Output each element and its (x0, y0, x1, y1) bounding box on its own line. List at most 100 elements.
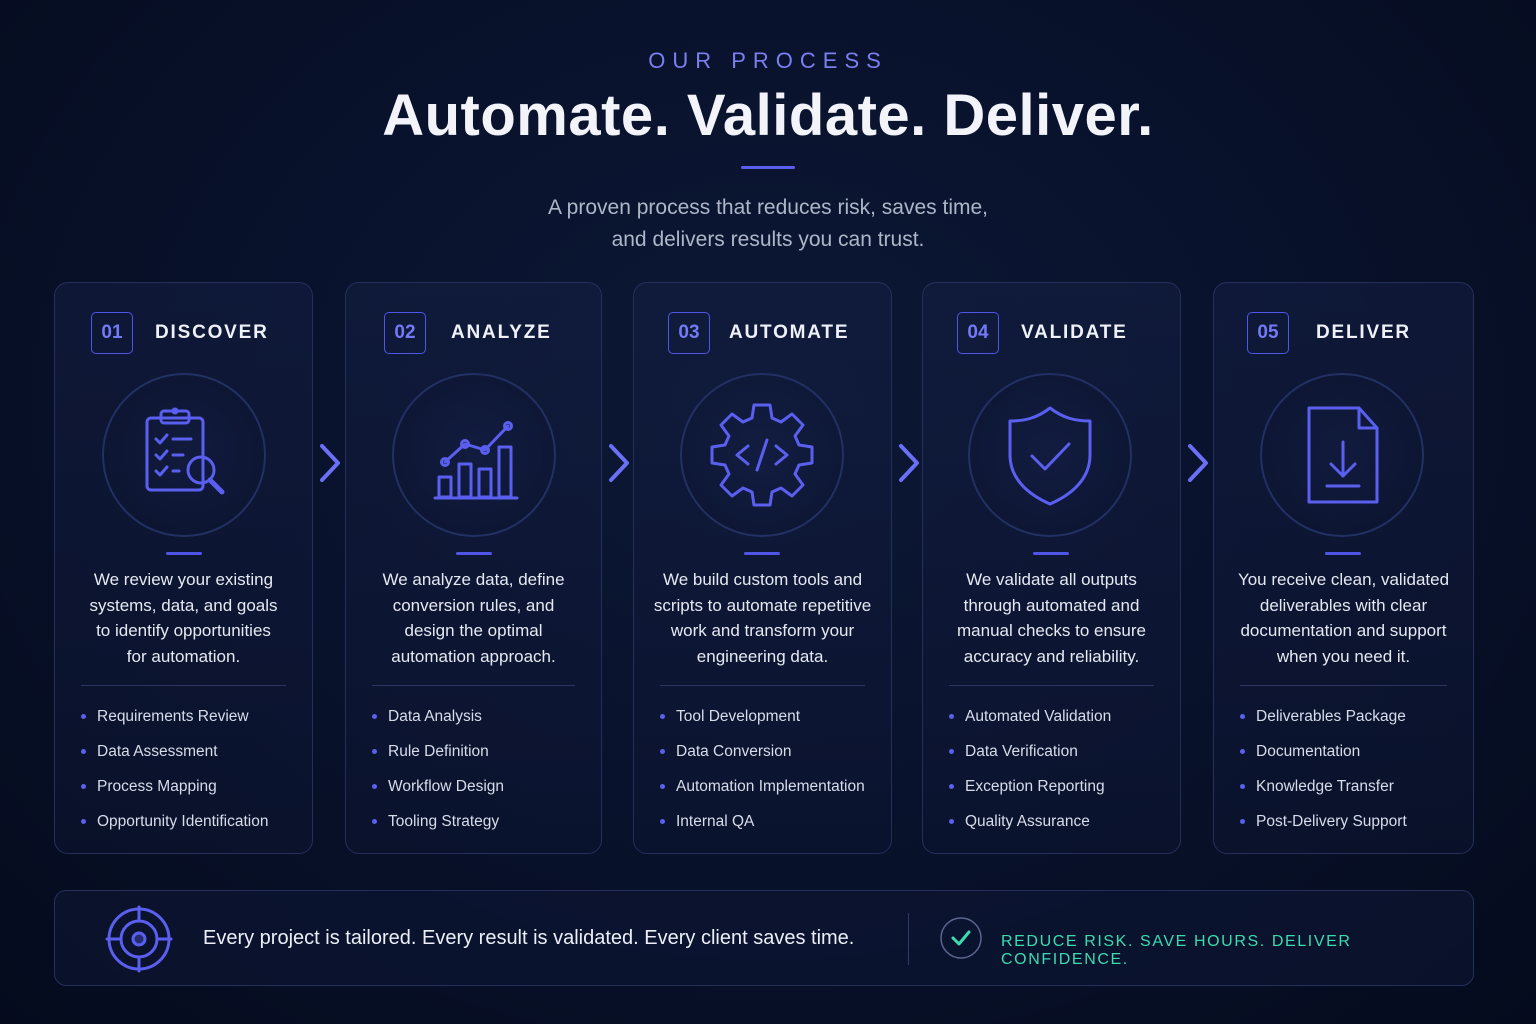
description-line: conversion rules, and (392, 595, 555, 615)
list-item-label: Data Conversion (676, 742, 792, 760)
step-description: We analyze data, define conversion rules… (360, 567, 587, 670)
list-item-label: Quality Assurance (965, 812, 1090, 830)
accent-rule (456, 552, 492, 555)
accent-rule (166, 552, 202, 555)
list-item: Data Conversion (660, 734, 865, 769)
step-title: AUTOMATE (729, 322, 850, 343)
list-item-label: Exception Reporting (965, 777, 1105, 795)
icon-ring (102, 373, 266, 537)
deliverables-list: Tool Development Data Conversion Automat… (660, 699, 865, 839)
description-line: through automated and (963, 595, 1140, 615)
chevron-right-icon (320, 444, 340, 482)
bullet-dot (949, 714, 954, 719)
bullet-dot (949, 819, 954, 824)
list-item: Deliverables Package (1240, 699, 1407, 734)
step-header: 03 AUTOMATE (668, 312, 849, 354)
list-item-label: Workflow Design (388, 777, 505, 795)
chevron-right-icon (1188, 444, 1208, 482)
list-item-label: Tool Development (676, 707, 801, 725)
description-line: to identify opportunities (96, 621, 271, 641)
step-header: 02 ANALYZE (384, 312, 552, 354)
bullet-dot (1240, 819, 1245, 824)
target-icon (105, 905, 173, 973)
bullet-dot (1240, 749, 1245, 754)
step-title: VALIDATE (1021, 322, 1128, 343)
list-item: Requirements Review (81, 699, 268, 734)
step-card-automate: 03 AUTOMATE We build custom tools and sc… (633, 282, 892, 854)
description-line: for automation. (126, 647, 241, 667)
bullet-dot (1240, 784, 1245, 789)
bullet-dot (81, 819, 86, 824)
accent-rule (1033, 552, 1069, 555)
list-item: Process Mapping (81, 769, 268, 804)
divider (1240, 685, 1447, 686)
description-line: design the optimal (404, 621, 543, 641)
list-item-label: Data Verification (965, 742, 1078, 760)
list-item: Knowledge Transfer (1240, 769, 1407, 804)
step-title: DISCOVER (155, 322, 269, 343)
step-title: ANALYZE (451, 322, 552, 343)
description-line: We review your existing (93, 570, 274, 589)
list-item-label: Requirements Review (97, 707, 249, 725)
description-line: systems, data, and goals (89, 595, 278, 615)
gear-code-icon (710, 403, 814, 507)
page-title: Automate. Validate. Deliver. (382, 83, 1154, 148)
step-header: 05 DELIVER (1247, 312, 1411, 354)
icon-ring (968, 373, 1132, 537)
bullet-dot (372, 749, 377, 754)
footer-tagline: REDUCE RISK. SAVE HOURS. DELIVER CONFIDE… (1001, 933, 1352, 968)
step-description: We validate all outputs through automate… (937, 567, 1166, 670)
list-item: Automated Validation (949, 699, 1111, 734)
bullet-dot (660, 784, 665, 789)
description-line: We validate all outputs (966, 570, 1137, 589)
subtitle-line: A proven process that reduces risk, save… (547, 196, 989, 219)
description-line: scripts to automate repetitive (653, 595, 872, 615)
subtitle-line: and delivers results you can trust. (611, 228, 925, 251)
list-item: Internal QA (660, 804, 865, 839)
description-line: manual checks to ensure (957, 621, 1146, 641)
step-card-deliver: 05 DELIVER You receive clean, validated … (1213, 282, 1474, 854)
description-line: accuracy and reliability. (963, 647, 1140, 667)
bullet-dot (372, 784, 377, 789)
bullet-dot (81, 784, 86, 789)
check-circle-icon (940, 917, 982, 959)
list-item-label: Data Assessment (97, 742, 218, 760)
footer-statement: Every project is tailored. Every result … (203, 927, 855, 949)
list-item: Workflow Design (372, 769, 504, 804)
description-line: deliverables with clear (1259, 595, 1428, 615)
bullet-dot (949, 749, 954, 754)
description-line: engineering data. (696, 647, 829, 667)
deliverables-list: Deliverables Package Documentation Knowl… (1240, 699, 1407, 839)
list-item: Tooling Strategy (372, 804, 504, 839)
document-download-icon (1307, 406, 1379, 504)
list-item-label: Tooling Strategy (388, 812, 500, 830)
step-description: You receive clean, validated deliverable… (1228, 567, 1459, 670)
list-item: Quality Assurance (949, 804, 1111, 839)
bar-chart-icon (433, 421, 519, 500)
list-item: Tool Development (660, 699, 865, 734)
list-item-label: Post-Delivery Support (1256, 812, 1407, 830)
bullet-dot (372, 819, 377, 824)
icon-ring (680, 373, 844, 537)
deliverables-list: Data Analysis Rule Definition Workflow D… (372, 699, 504, 839)
deliverables-list: Automated Validation Data Verification E… (949, 699, 1111, 839)
list-item: Automation Implementation (660, 769, 865, 804)
step-card-analyze: 02 ANALYZE We analyze data, define conve… (345, 282, 602, 854)
step-number: 01 (91, 312, 133, 354)
list-item-label: Deliverables Package (1256, 707, 1406, 725)
bullet-dot (1240, 714, 1245, 719)
step-number: 05 (1247, 312, 1289, 354)
description-line: documentation and support (1240, 621, 1447, 641)
chevron-right-icon (609, 444, 629, 482)
list-item-label: Rule Definition (388, 742, 489, 760)
list-item: Data Verification (949, 734, 1111, 769)
list-item-label: Data Analysis (388, 707, 482, 725)
title-rule (741, 166, 795, 169)
step-card-validate: 04 VALIDATE We validate all outputs thro… (922, 282, 1181, 854)
list-item-label: Knowledge Transfer (1256, 777, 1394, 795)
step-description: We build custom tools and scripts to aut… (648, 567, 877, 670)
list-item: Rule Definition (372, 734, 504, 769)
chevron-right-icon (899, 444, 919, 482)
list-item: Data Assessment (81, 734, 268, 769)
bullet-dot (949, 784, 954, 789)
